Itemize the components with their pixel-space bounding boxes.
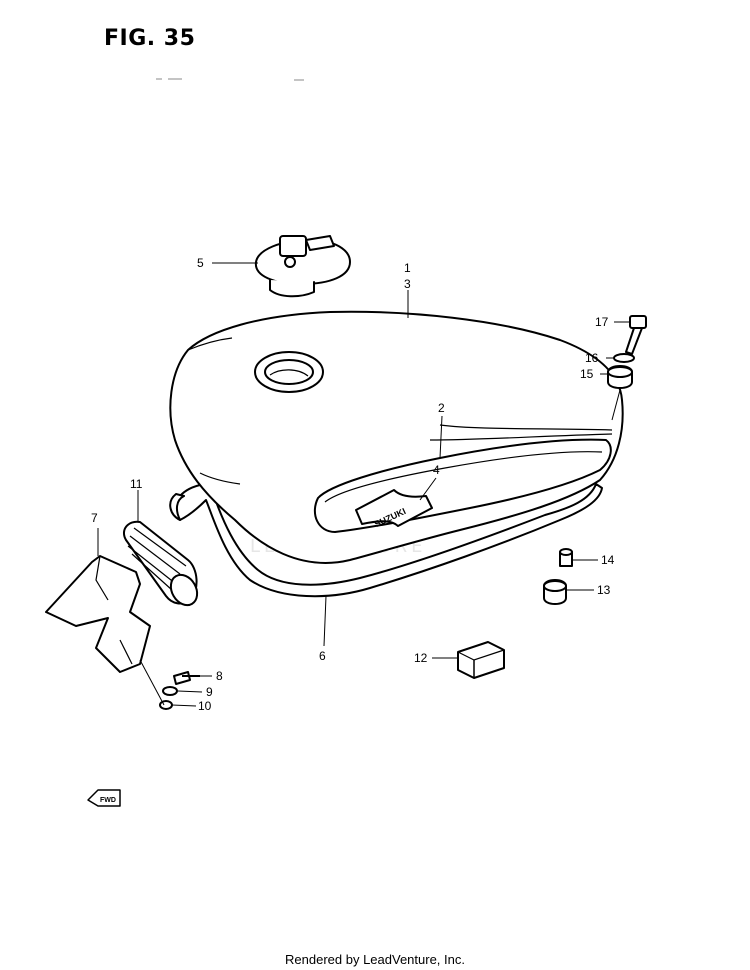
figure-title: FIG. 35 (104, 26, 196, 51)
cushion-block (457, 641, 505, 679)
callout-7: 7 (91, 511, 98, 525)
callout-12: 12 (414, 651, 428, 665)
rubber-mount (543, 579, 567, 605)
callout-3: 3 (404, 277, 411, 291)
callout-5: 5 (197, 256, 204, 270)
fwd-arrow-icon: FWD (87, 789, 121, 807)
callout-9: 9 (206, 685, 213, 699)
suzuki-emblem: SUZUKI (355, 489, 433, 529)
washer-10 (159, 700, 173, 710)
callout-8: 8 (216, 669, 223, 683)
callout-14: 14 (601, 553, 615, 567)
callout-13: 13 (597, 583, 611, 597)
washer-9 (162, 686, 178, 696)
callout-15: 15 (580, 367, 594, 381)
tank-rubber-strip (169, 483, 603, 598)
footer-credit: Rendered by LeadVenture, Inc. (285, 952, 465, 967)
washer-16 (613, 353, 635, 363)
bolt-8 (173, 671, 200, 685)
callout-11: 11 (130, 477, 143, 491)
tank-bracket (45, 555, 151, 673)
fwd-label: FWD (100, 797, 116, 804)
callout-10: 10 (198, 699, 212, 713)
callout-1: 1 (404, 261, 411, 275)
spacer (559, 548, 573, 567)
tank-cushion (122, 520, 199, 607)
fuel-cap (254, 235, 351, 298)
scan-marks (156, 78, 304, 81)
callout-16: 16 (585, 351, 599, 365)
callout-4: 4 (433, 463, 440, 477)
callout-17: 17 (595, 315, 609, 329)
bolt-17 (625, 315, 647, 355)
callout-6: 6 (319, 649, 326, 663)
cushion-15 (607, 365, 633, 389)
leader-lines (97, 262, 630, 707)
callout-2: 2 (438, 401, 445, 415)
callouts: 1 3 2 4 5 6 7 8 9 10 11 12 13 14 15 16 1… (91, 256, 615, 713)
